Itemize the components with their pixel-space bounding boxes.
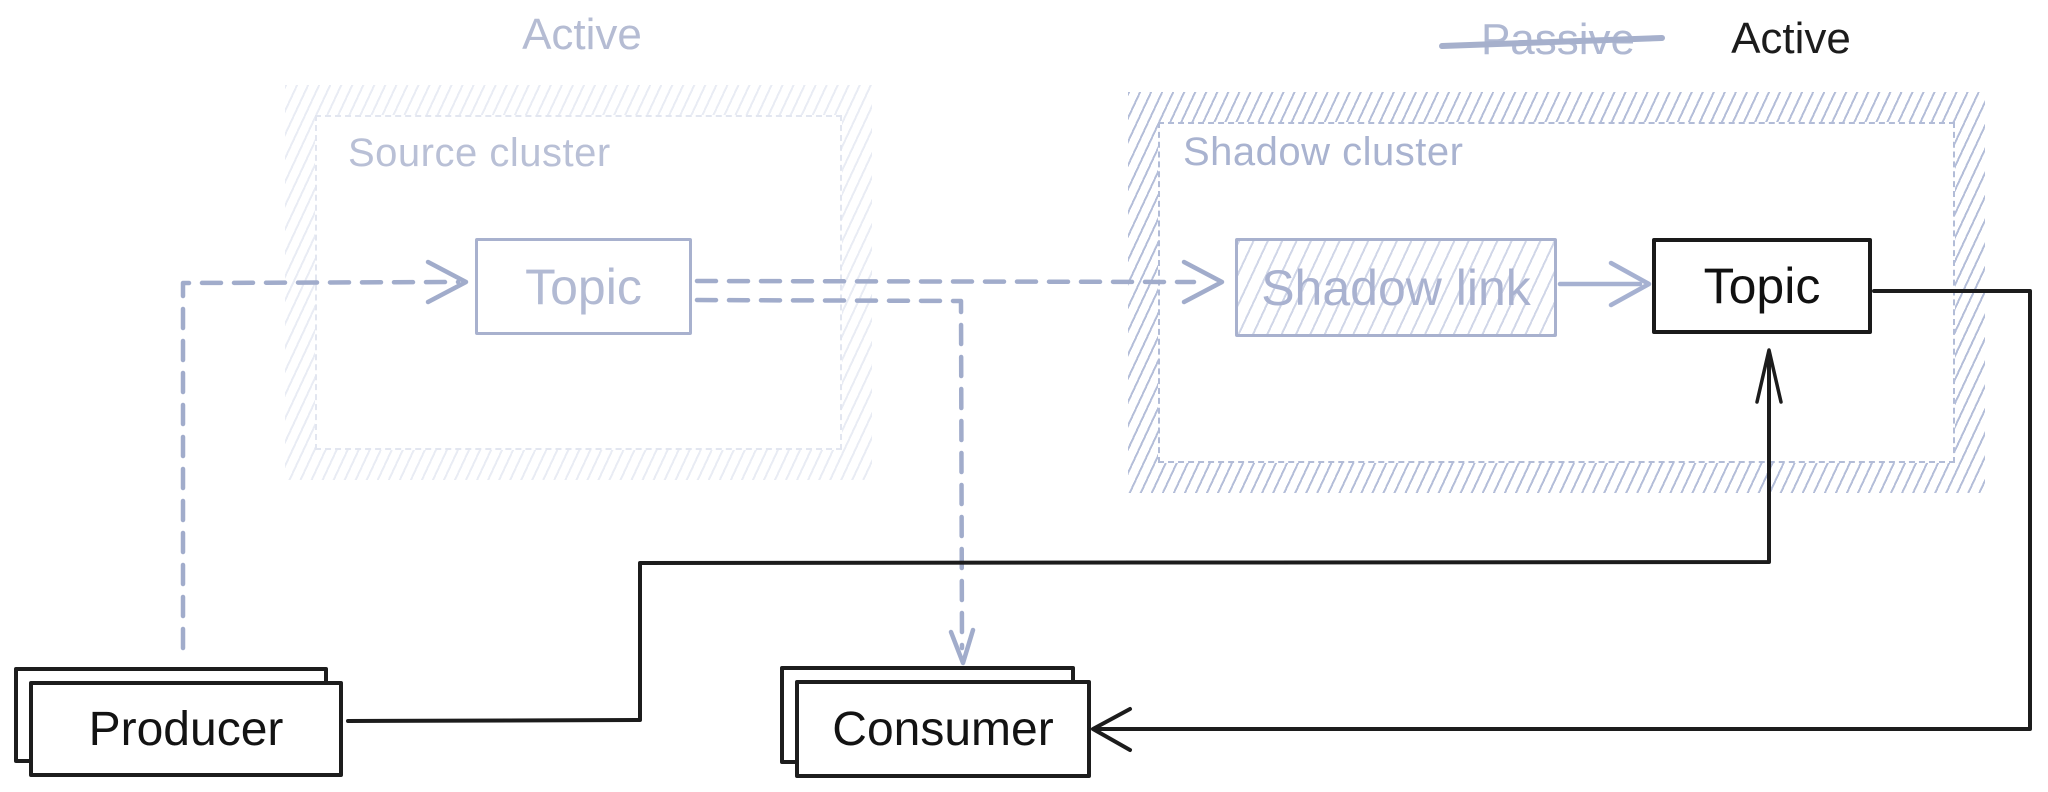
shadow-topic-label: Topic [1703, 258, 1821, 314]
producer-label: Producer [88, 702, 284, 756]
source-cluster-title: Source cluster [348, 131, 611, 175]
consumer-box: Consumer [795, 680, 1091, 778]
consumer-label: Consumer [832, 702, 1054, 756]
consumer-node: Consumer [780, 666, 1092, 778]
producer-node: Producer [14, 667, 358, 778]
arrowhead-into-consumer-right [1091, 707, 1132, 752]
passive-state-label-crossed: Passive [1480, 15, 1636, 64]
source-topic-node: Topic [475, 238, 692, 335]
shadow-cluster-title: Shadow cluster [1183, 130, 1464, 174]
arrowhead-into-consumer-top [948, 627, 976, 666]
source-topic-label: Topic [525, 258, 642, 315]
shadow-link-label: Shadow link [1261, 259, 1531, 316]
source-state-label: Active [522, 10, 642, 59]
shadow-link-node: Shadow link [1235, 238, 1557, 337]
shadow-topic-node: Topic [1652, 238, 1872, 334]
shadow-state-label: Active [1731, 14, 1851, 63]
producer-box: Producer [29, 681, 343, 777]
